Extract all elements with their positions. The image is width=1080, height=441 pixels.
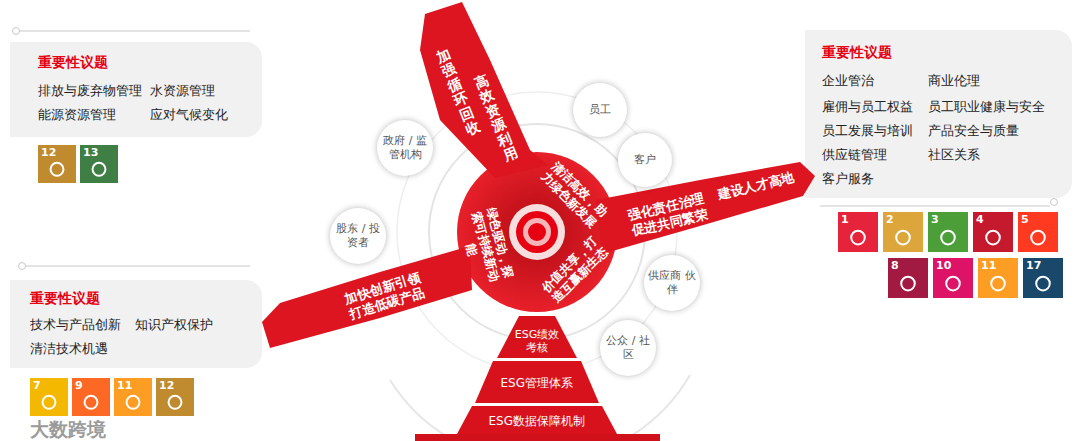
tower-band: ESG数据保障机制 <box>457 406 617 434</box>
sdg-glyph <box>991 277 1005 291</box>
band-text: ESG管理体系 <box>501 376 574 390</box>
panel-heading: 重要性议题 <box>30 290 100 308</box>
watermark: 大数跨境 <box>30 417 106 441</box>
sdg-icon: 2 <box>883 212 923 252</box>
stakeholder-text: 股东 / 投资者 <box>334 222 382 251</box>
sdg-icon: 4 <box>973 212 1013 252</box>
topic-item: 应对气候变化 <box>150 106 228 124</box>
stakeholder-text: 政府 / 监管机构 <box>381 134 429 163</box>
sdg-number: 9 <box>75 379 83 392</box>
sdg-icon: 7 <box>30 378 68 416</box>
sdg-icon: 11 <box>114 378 152 416</box>
sdg-icon: 9 <box>72 378 110 416</box>
sdg-glyph <box>1031 231 1045 245</box>
sdg-icon: 17 <box>1023 258 1063 298</box>
panel-heading: 重要性议题 <box>822 44 892 62</box>
sdg-number: 17 <box>1026 259 1041 272</box>
sdg-icon: 1 <box>838 212 878 252</box>
sdg-number: 5 <box>1021 213 1029 226</box>
topic-item: 产品安全与质量 <box>928 122 1019 140</box>
sdg-icon: 5 <box>1018 212 1058 252</box>
sdg-number: 3 <box>931 213 939 226</box>
sdg-glyph <box>901 277 915 291</box>
topic-panel: 重要性议题企业管治 商业伦理雇佣与员工权益员工职业健康与安全员工发展与培训产品安全… <box>805 30 1072 198</box>
sdg-icon: 11 <box>978 258 1018 298</box>
sdg-glyph <box>941 231 955 245</box>
stakeholder-text: 客户 <box>622 153 668 167</box>
sdg-icon: 3 <box>928 212 968 252</box>
hub-inner <box>509 204 565 260</box>
sdg-glyph <box>43 396 56 409</box>
sdg-number: 4 <box>976 213 984 226</box>
sdg-number: 7 <box>33 379 41 392</box>
band-text: ESG绩效考核 <box>513 328 561 354</box>
windmill-blade: 加强循环回收高效资源利用 <box>412 0 557 185</box>
stakeholder-circle: 公众 / 社区 <box>600 320 656 376</box>
sdg-glyph <box>946 277 960 291</box>
tower-band: ESG绩效考核 <box>497 316 577 358</box>
topic-item: 雇佣与员工权益 <box>822 98 913 116</box>
sdg-glyph <box>93 163 106 176</box>
sdg-glyph <box>127 396 140 409</box>
topic-item: 清洁技术机遇 <box>30 340 108 358</box>
stakeholder-circle: 员工 <box>573 83 627 137</box>
topic-item: 知识产权保护 <box>135 316 213 334</box>
tower-band: ESG管理体系 <box>475 361 599 403</box>
sdg-glyph <box>986 231 1000 245</box>
sdg-number: 2 <box>886 213 894 226</box>
topic-item: 企业管治 <box>822 72 874 90</box>
topic-panel: 重要性议题排放与废弃物管理水资源管理能源资源管理 应对气候变化 <box>10 42 262 137</box>
sdg-icon: 13 <box>80 145 118 183</box>
sdg-number: 10 <box>936 259 951 272</box>
hub-target <box>516 211 558 253</box>
topic-item: 客户服务 <box>822 170 874 188</box>
band-shape <box>457 406 617 434</box>
topic-panel: 重要性议题技术与产品创新知识产权保护清洁技术机遇 <box>10 280 262 368</box>
sdg-number: 12 <box>41 146 56 159</box>
sdg-glyph <box>896 231 910 245</box>
stakeholder-circle: 供应商 伙伴 <box>644 255 700 311</box>
sdg-glyph <box>1036 277 1050 291</box>
sdg-icon: 8 <box>888 258 928 298</box>
sdg-number: 1 <box>841 213 849 226</box>
stakeholder-circle: 股东 / 投资者 <box>330 208 386 264</box>
stakeholder-text: 公众 / 社区 <box>604 334 652 363</box>
topic-item: 商业伦理 <box>928 72 980 90</box>
topic-item: 社区关系 <box>928 146 980 164</box>
band-text: ESG数据保障机制 <box>489 414 586 428</box>
sdg-glyph <box>169 396 182 409</box>
sdg-icon: 12 <box>156 378 194 416</box>
blade-shape <box>420 2 548 178</box>
stakeholder-circle: 客户 <box>618 133 672 187</box>
sdg-number: 12 <box>159 379 174 392</box>
hub-target <box>528 223 546 241</box>
ring-text: 清洁高效，助力绿色新发展 <box>535 156 613 234</box>
stakeholder-circle: 政府 / 监管机构 <box>377 120 433 176</box>
tower-base <box>415 434 660 441</box>
sdg-number: 11 <box>981 259 996 272</box>
band-shape <box>497 316 577 358</box>
topic-item: 员工发展与培训 <box>822 122 913 140</box>
ring-text: 价值共享，打造互赢新生态 <box>536 231 614 309</box>
sdg-number: 13 <box>83 146 98 159</box>
sdg-number: 8 <box>891 259 899 272</box>
sdg-glyph <box>51 163 64 176</box>
stakeholder-text: 员工 <box>577 103 623 117</box>
sdg-glyph <box>85 396 98 409</box>
topic-item: 员工职业健康与安全 <box>928 98 1045 116</box>
sdg-icon: 10 <box>933 258 973 298</box>
topic-item: 能源资源管理 <box>38 106 116 124</box>
panel-heading: 重要性议题 <box>38 54 108 72</box>
hub-target <box>523 218 551 246</box>
sdg-glyph <box>851 231 865 245</box>
topic-item: 排放与废弃物管理 <box>38 82 142 100</box>
sdg-number: 11 <box>117 379 132 392</box>
topic-item: 供应链管理 <box>822 146 887 164</box>
band-shape <box>475 361 599 403</box>
topic-item: 技术与产品创新 <box>30 316 121 334</box>
topic-item: 水资源管理 <box>150 82 215 100</box>
sdg-icon: 12 <box>38 145 76 183</box>
stakeholder-text: 供应商 伙伴 <box>648 269 696 298</box>
